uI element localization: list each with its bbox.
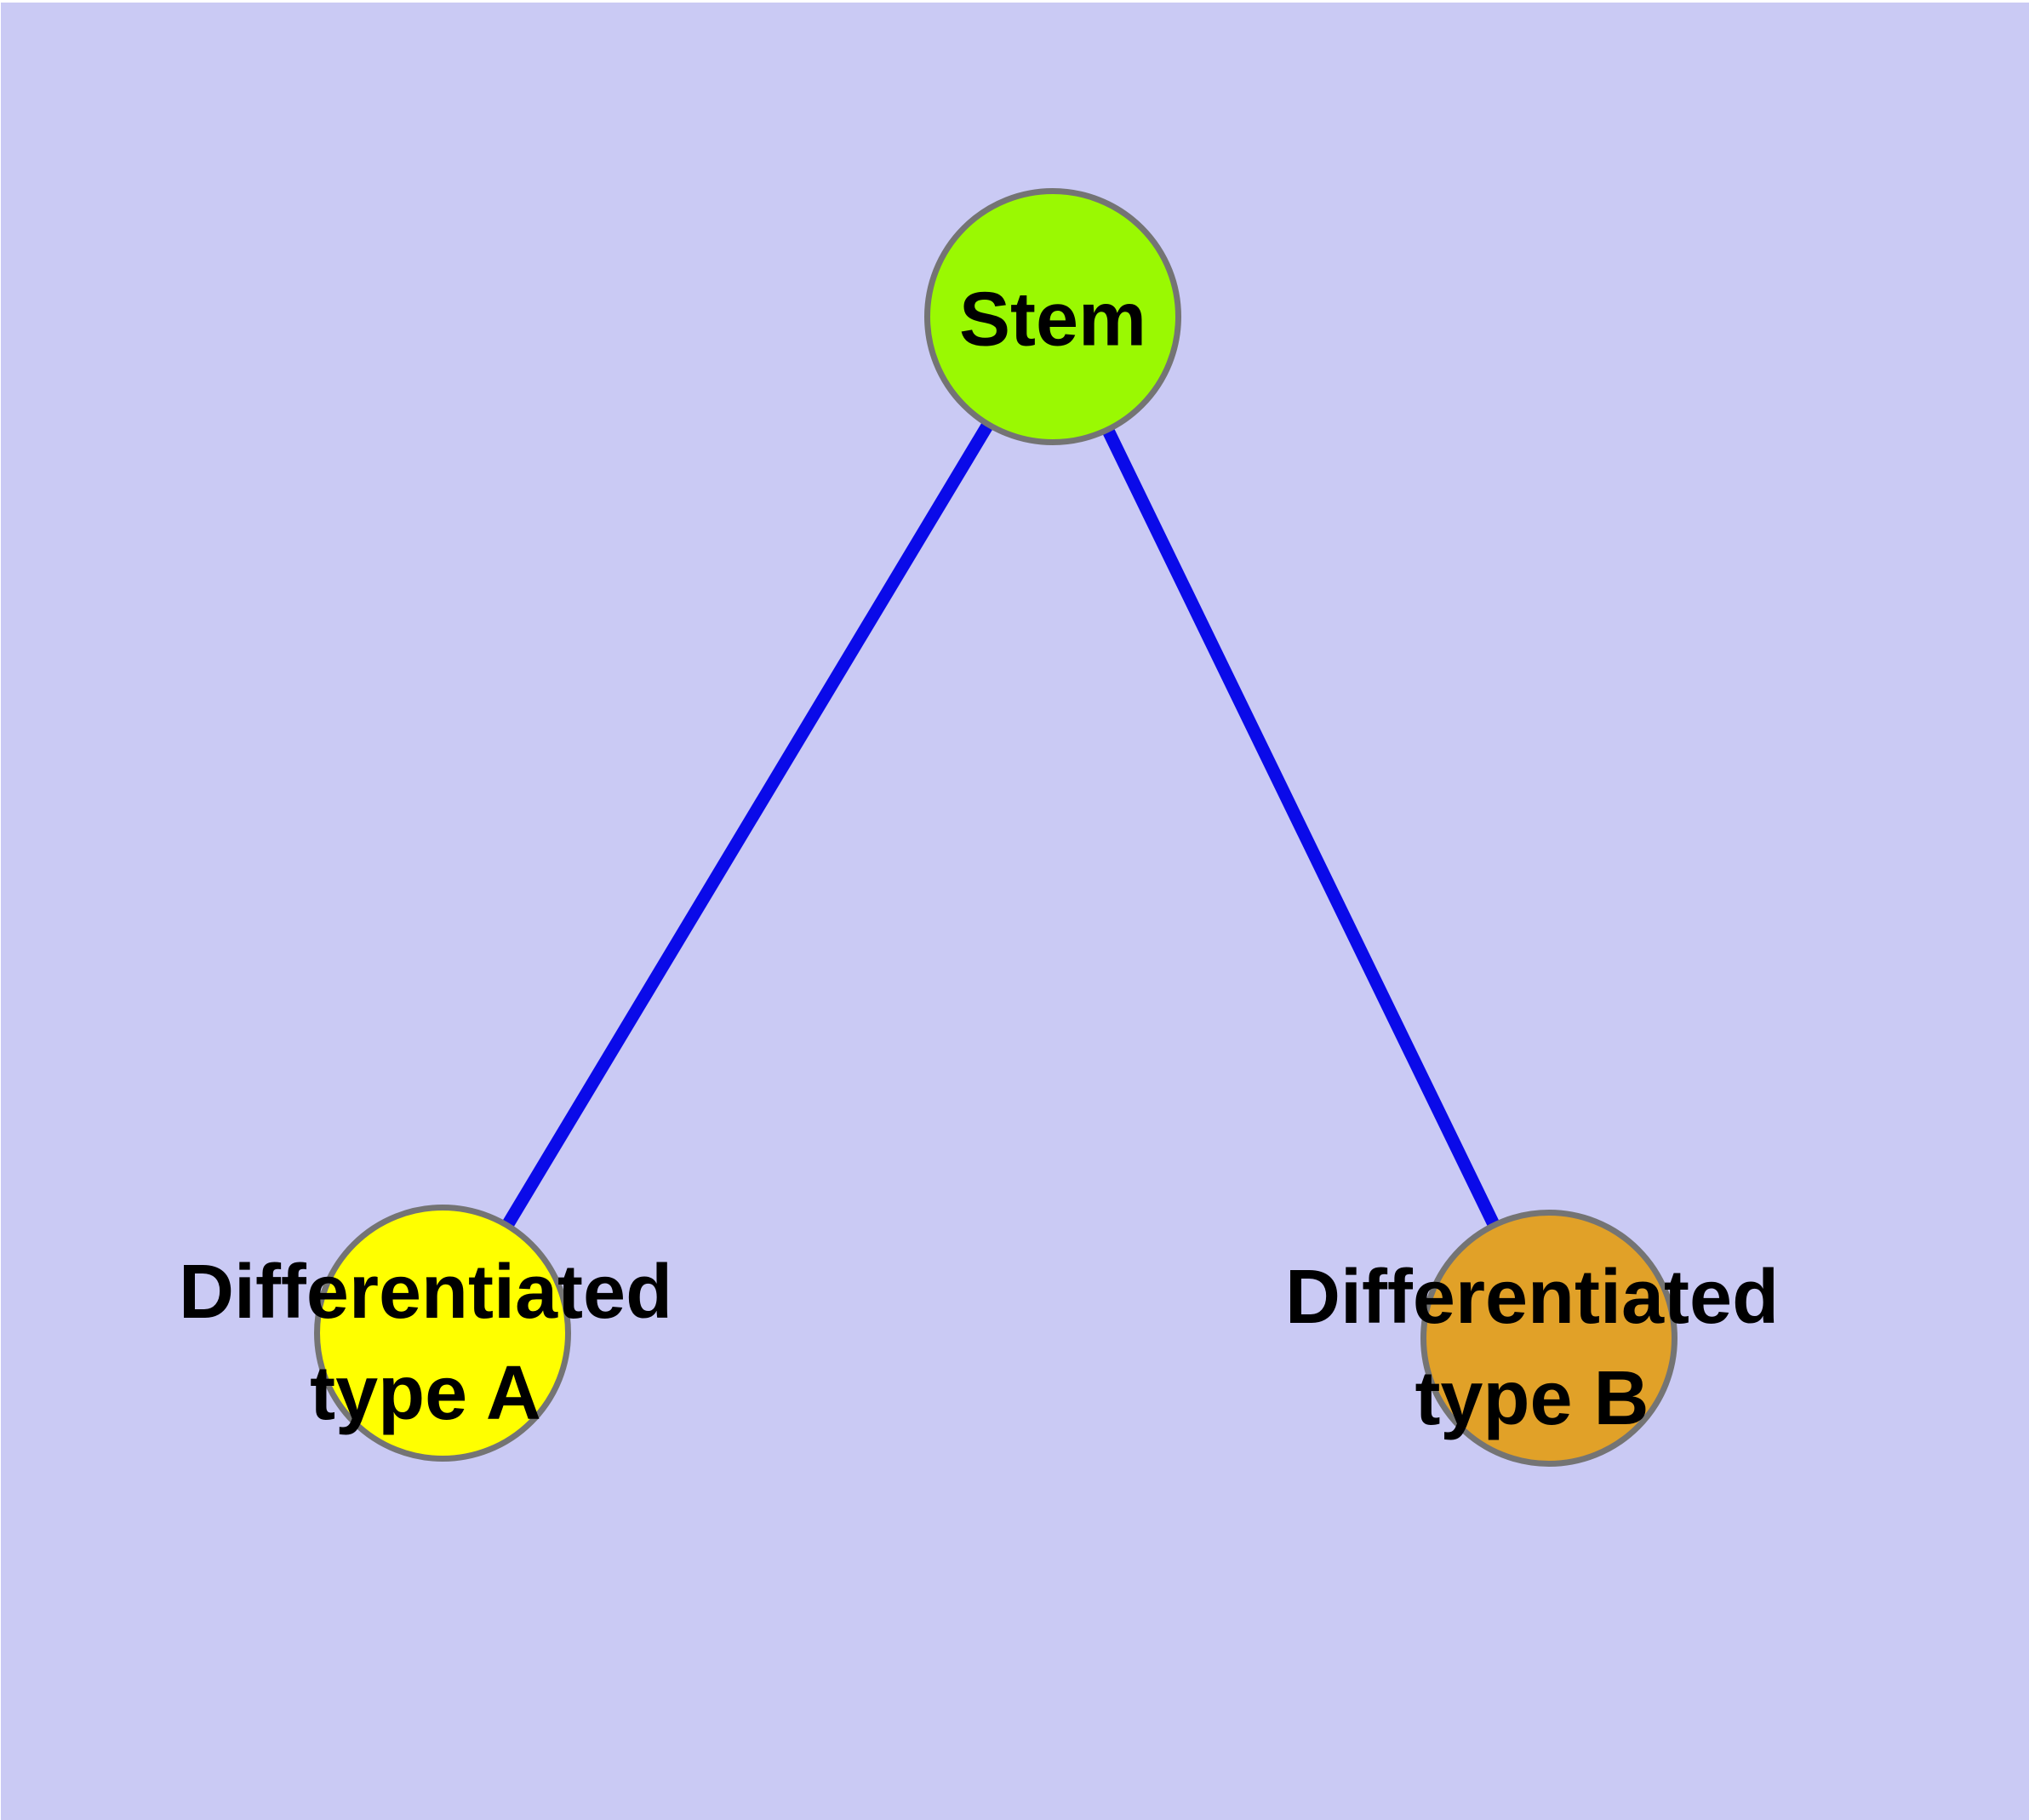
label-line: type A	[310, 1351, 541, 1436]
node-differentiated-type-a-label: Differentiated type A	[179, 1242, 672, 1445]
label-line: Stem	[958, 277, 1147, 363]
node-differentiated-type-b	[1420, 1210, 1677, 1467]
node-stem-label: Stem	[959, 270, 1146, 371]
label-line: type B	[1415, 1356, 1649, 1441]
node-stem	[924, 188, 1181, 445]
label-line: Differentiated	[178, 1250, 673, 1335]
edge-stem-to-type-b	[1047, 313, 1555, 1342]
node-differentiated-type-a	[314, 1205, 571, 1462]
label-line: Differentiated	[1284, 1255, 1780, 1340]
edge-stem-to-type-a	[437, 313, 1059, 1336]
node-differentiated-type-b-label: Differentiated type B	[1285, 1247, 1779, 1450]
